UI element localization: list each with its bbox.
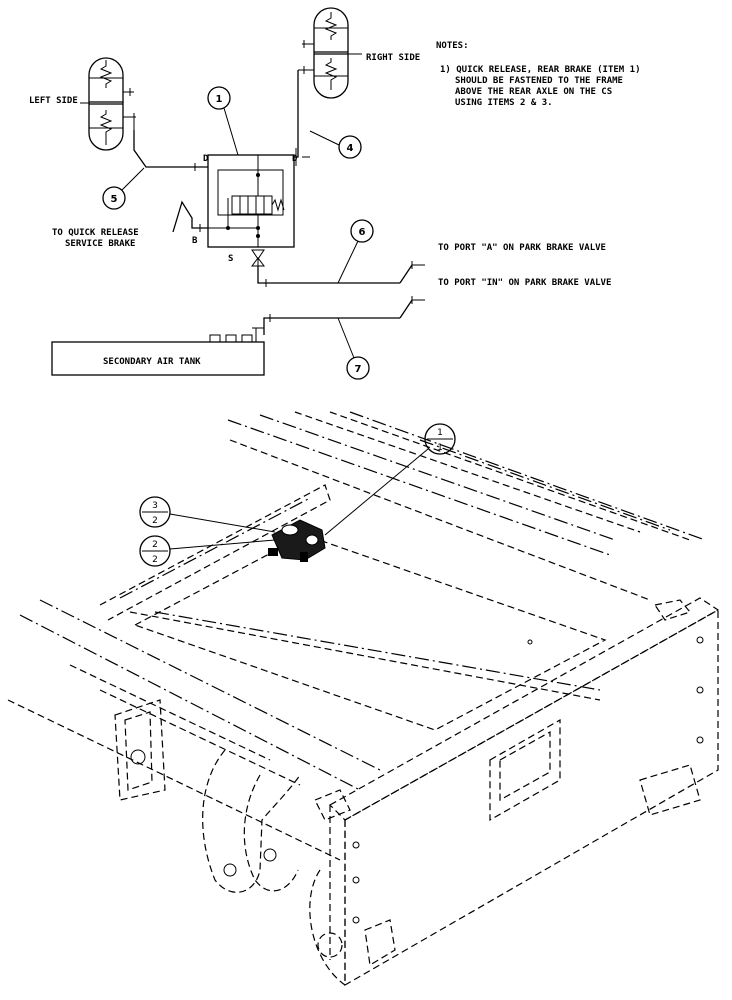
- notes-title: NOTES:: [436, 41, 469, 51]
- to-quick-release-label-2: SERVICE BRAKE: [65, 239, 135, 249]
- note-line-3: ABOVE THE REAR AXLE ON THE CS: [455, 87, 612, 97]
- svg-text:2: 2: [152, 540, 158, 550]
- svg-text:2: 2: [152, 555, 158, 565]
- svg-text:7: 7: [355, 364, 362, 375]
- to-quick-release-label-1: TO QUICK RELEASE: [52, 228, 139, 238]
- item-balloon-4: 4: [309, 130, 362, 159]
- svg-text:6: 6: [359, 227, 366, 238]
- svg-text:3: 3: [152, 501, 158, 511]
- note-line-4: USING ITEMS 2 & 3.: [455, 98, 553, 108]
- item-balloon-5: 5: [102, 167, 145, 210]
- air-lines: [133, 70, 425, 335]
- port-s: S: [228, 254, 233, 264]
- svg-text:1: 1: [437, 428, 443, 438]
- item-balloon-6: 6: [337, 219, 374, 284]
- callout-item-3: 3 2: [139, 496, 276, 533]
- callout-item-1: 1 1: [324, 423, 456, 536]
- note-line-2: SHOULD BE FASTENED TO THE FRAME: [455, 76, 623, 86]
- item-balloon-7: 7: [337, 317, 370, 380]
- quick-release-valve-part: [268, 519, 326, 562]
- left-side-label: LEFT SIDE: [29, 96, 78, 106]
- frame-assembly: 1 1 3 2 2 2: [7, 411, 720, 987]
- svg-text:1: 1: [437, 443, 443, 453]
- air-schematic: LEFT SIDE RIGHT SIDE NOTES: 1) QUICK REL…: [29, 7, 640, 380]
- svg-text:5: 5: [111, 194, 118, 205]
- secondary-air-tank: [51, 327, 265, 376]
- callout-item-2: 2 2: [139, 535, 276, 567]
- port-d-left: D: [203, 154, 209, 164]
- quick-release-valve: [207, 154, 295, 267]
- item-balloon-1: 1: [207, 86, 239, 156]
- svg-text:2: 2: [152, 516, 158, 526]
- right-side-label: RIGHT SIDE: [366, 53, 420, 63]
- left-brake-chamber: [80, 57, 136, 151]
- svg-text:4: 4: [347, 143, 354, 154]
- port-a-label: TO PORT "A" ON PARK BRAKE VALVE: [438, 243, 606, 253]
- notes-block: NOTES: 1) QUICK RELEASE, REAR BRAKE (ITE…: [436, 41, 640, 108]
- port-b: B: [192, 236, 198, 246]
- note-line-1: 1) QUICK RELEASE, REAR BRAKE (ITEM 1): [440, 65, 640, 75]
- tank-label: SECONDARY AIR TANK: [103, 357, 201, 367]
- right-brake-chamber: [298, 7, 362, 99]
- port-d-right: D: [292, 154, 298, 164]
- svg-text:1: 1: [216, 94, 223, 105]
- port-in-label: TO PORT "IN" ON PARK BRAKE VALVE: [438, 278, 611, 288]
